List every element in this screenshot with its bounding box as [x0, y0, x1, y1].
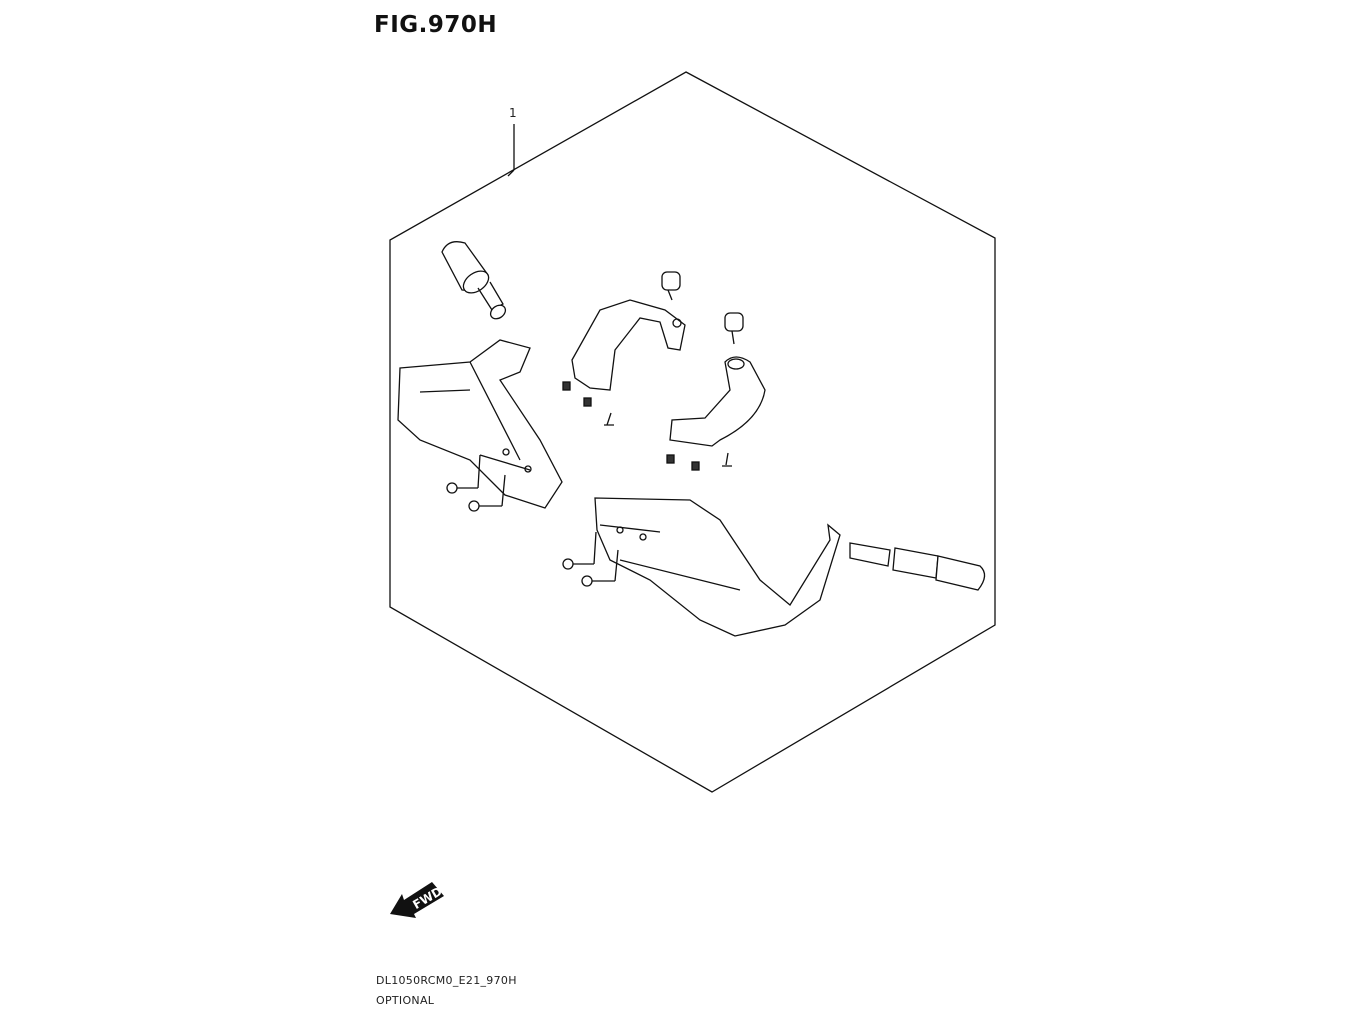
bracket-left	[562, 299, 686, 426]
screws-left	[446, 454, 506, 512]
handguard-left	[397, 339, 563, 509]
forward-direction-arrow-icon: FWD	[390, 882, 445, 918]
bar-end-weight-right	[849, 542, 986, 591]
bolt-upper	[661, 271, 681, 301]
screws-right	[562, 531, 619, 587]
diagram-code: DL1050RCM0_E21_970H	[376, 974, 517, 987]
bracket-right	[666, 356, 766, 471]
bolt-lower	[724, 312, 744, 345]
bar-end-weight-left	[441, 241, 507, 320]
figure-title: FIG.970H	[374, 12, 498, 38]
optional-note: OPTIONAL	[376, 994, 435, 1007]
handguard-right	[594, 497, 841, 637]
kit-outline-hexagon	[389, 71, 996, 793]
callout-number: 1	[509, 106, 517, 120]
